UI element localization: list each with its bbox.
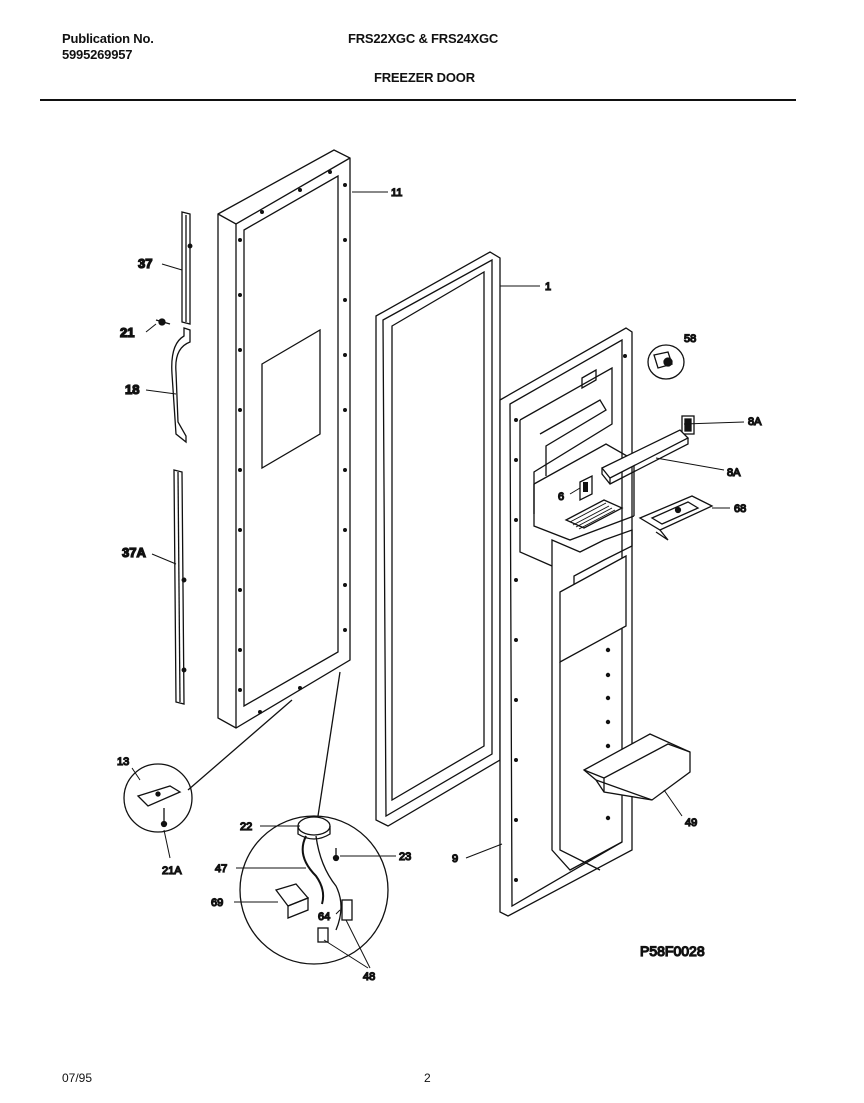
lever-part-68 bbox=[638, 495, 714, 541]
callout-8a-top: 8A bbox=[748, 416, 762, 428]
publication-label: Publication No. bbox=[62, 31, 154, 46]
footer-page-number: 2 bbox=[424, 1071, 431, 1085]
door-panel-part bbox=[217, 149, 351, 729]
callout-49: 49 bbox=[685, 817, 697, 829]
screw-part-58 bbox=[647, 344, 685, 380]
callout-18: 18 bbox=[125, 382, 139, 397]
model-numbers: FRS22XGC & FRS24XGC bbox=[348, 31, 499, 46]
hinge-detail-circle bbox=[123, 699, 293, 833]
inner-door-liner-part bbox=[499, 327, 635, 917]
callout-11: 11 bbox=[391, 187, 402, 199]
callout-48: 48 bbox=[363, 971, 375, 983]
callout-1: 1 bbox=[545, 281, 551, 293]
bucket-part-49 bbox=[582, 733, 691, 801]
callout-13: 13 bbox=[117, 756, 129, 768]
callout-37a: 37A bbox=[122, 545, 146, 560]
callout-47: 47 bbox=[215, 863, 227, 875]
header-rule bbox=[40, 99, 796, 101]
callout-21a: 21A bbox=[162, 865, 182, 877]
wiring-detail-circle bbox=[239, 671, 389, 965]
callout-8a-bottom: 8A bbox=[727, 467, 741, 479]
screw-part-21 bbox=[155, 318, 171, 326]
leader-lines bbox=[131, 191, 745, 969]
clip-part-8a bbox=[681, 415, 695, 435]
callout-22: 22 bbox=[240, 821, 252, 833]
section-title: FREEZER DOOR bbox=[374, 70, 475, 85]
rail-part-8a bbox=[600, 429, 690, 485]
callout-9: 9 bbox=[452, 853, 458, 865]
callout-58: 58 bbox=[684, 333, 696, 345]
footer-date: 07/95 bbox=[62, 1071, 93, 1085]
callout-69: 69 bbox=[211, 897, 223, 909]
handle-part-18 bbox=[171, 327, 191, 444]
callout-37: 37 bbox=[138, 256, 152, 271]
callout-21: 21 bbox=[120, 325, 134, 340]
callout-6: 6 bbox=[558, 491, 564, 503]
trim-strip-part-37 bbox=[181, 211, 193, 325]
callout-23: 23 bbox=[399, 851, 411, 863]
callout-68: 68 bbox=[734, 503, 746, 515]
trim-strip-part-37a bbox=[173, 469, 187, 705]
door-gasket-part bbox=[375, 251, 501, 827]
bracket-part-6 bbox=[579, 474, 593, 502]
callout-64: 64 bbox=[318, 911, 330, 923]
figure-code: P58F0028 bbox=[640, 943, 705, 959]
publication-number: 5995269957 bbox=[62, 47, 133, 62]
